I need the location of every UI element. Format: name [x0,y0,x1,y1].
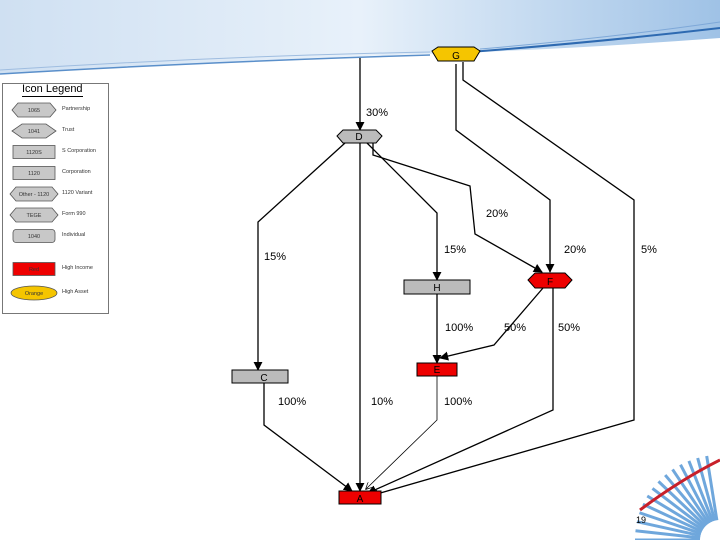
legend-item-description: Trust [62,127,75,133]
edge-f-to-a [367,288,554,494]
pct-d-to-h: 15% [444,244,467,256]
edge-f-to-e [439,287,544,361]
header-swoosh-line [0,54,431,75]
legend-item-shape: Red [12,262,56,276]
edge-e-to-a [366,376,438,489]
pct-d-to-f: 20% [486,208,509,220]
edge-d-to-h [366,142,442,281]
logo-red-arc [639,458,720,512]
header-swoosh [0,0,720,74]
legend-item-shape: 1120S [12,145,56,159]
logo-ray [687,460,715,522]
legend-item-description: Form 990 [62,211,86,217]
pct-d-to-c: 15% [264,251,287,263]
node-e-label: E [434,365,441,376]
legend-item-shape: Other - 1120 [9,186,59,202]
legend-item-description: 1120 Variant [62,190,93,196]
header-swoosh-line [469,27,720,53]
legend-item-description: High Income [62,265,93,271]
node-h-label: H [433,283,440,294]
legend-item-shape: TEGE [9,207,59,223]
node-a[interactable]: A [338,490,382,505]
logo-ray [636,520,701,538]
logo-ray [635,529,701,540]
legend-item-shape: 1040 [12,229,56,243]
pct-g-to-f: 20% [564,244,587,256]
node-c[interactable]: C [231,369,289,384]
logo-ray [642,502,703,533]
node-f-label: F [547,277,553,288]
node-f[interactable]: F [527,272,573,289]
pct-c-to-a: 100% [278,396,307,408]
header-swoosh-line [0,51,431,71]
edge-c-to-a [263,383,353,492]
pct-f-to-e: 50% [504,322,527,334]
node-d-label: D [355,132,362,143]
legend-item-code: TEGE [27,213,42,219]
pct-e-to-a: 100% [444,396,473,408]
legend-item-code: Red [29,267,39,273]
node-c-label: C [260,373,267,384]
legend-item-shape: 1065 [11,102,57,118]
logo-ray [639,511,702,536]
legend-item-description: S Corporation [62,148,96,154]
node-h[interactable]: H [403,279,471,295]
legend-item-code: 1041 [28,129,40,135]
legend-item-code: 1120 [28,171,40,177]
legend-item-shape: 1041 [11,123,57,139]
legend-item-shape: 1120 [12,166,56,180]
edge-g-to-f [455,64,555,273]
node-g-label: G [452,51,460,62]
edge-d-to-c [253,142,346,371]
edge-d-to-f [372,143,543,273]
legend-item-shape: Orange [10,285,58,301]
legend-item-description: Corporation [62,169,91,175]
header-swoosh-line [479,21,720,50]
logo-ray [646,494,704,531]
page-number: 19 [636,515,647,525]
logo-ray [657,480,707,528]
pct-g-to-a: 5% [641,244,657,256]
legend-item-code: 1065 [28,108,40,114]
corner-logo [635,455,720,540]
logo-ray [671,468,711,525]
logo-ray [679,464,713,523]
node-e[interactable]: E [416,362,458,377]
node-d[interactable]: D [336,129,383,144]
legend-item-code: 1120S [26,150,42,156]
legend-item-description: Individual [62,232,86,238]
legend-item-code: 1040 [28,234,40,240]
legend-item-code: Orange [25,291,43,297]
legend-item-description: High Asset [62,289,89,295]
legend-item-code: Other - 1120 [19,192,49,198]
node-a-label: A [357,494,364,505]
pct-d-to-a: 10% [371,396,394,408]
pct-g-to-d: 30% [366,107,389,119]
pct-h-to-e: 100% [445,322,474,334]
logo-ray [664,474,709,526]
pct-f-to-a: 50% [558,322,581,334]
legend-item-description: Partnership [62,106,91,112]
logo-ray [696,457,717,522]
edge-g-to-a [369,62,635,499]
icon-legend-title: Icon Legend [22,83,83,97]
node-g[interactable]: G [431,46,481,62]
